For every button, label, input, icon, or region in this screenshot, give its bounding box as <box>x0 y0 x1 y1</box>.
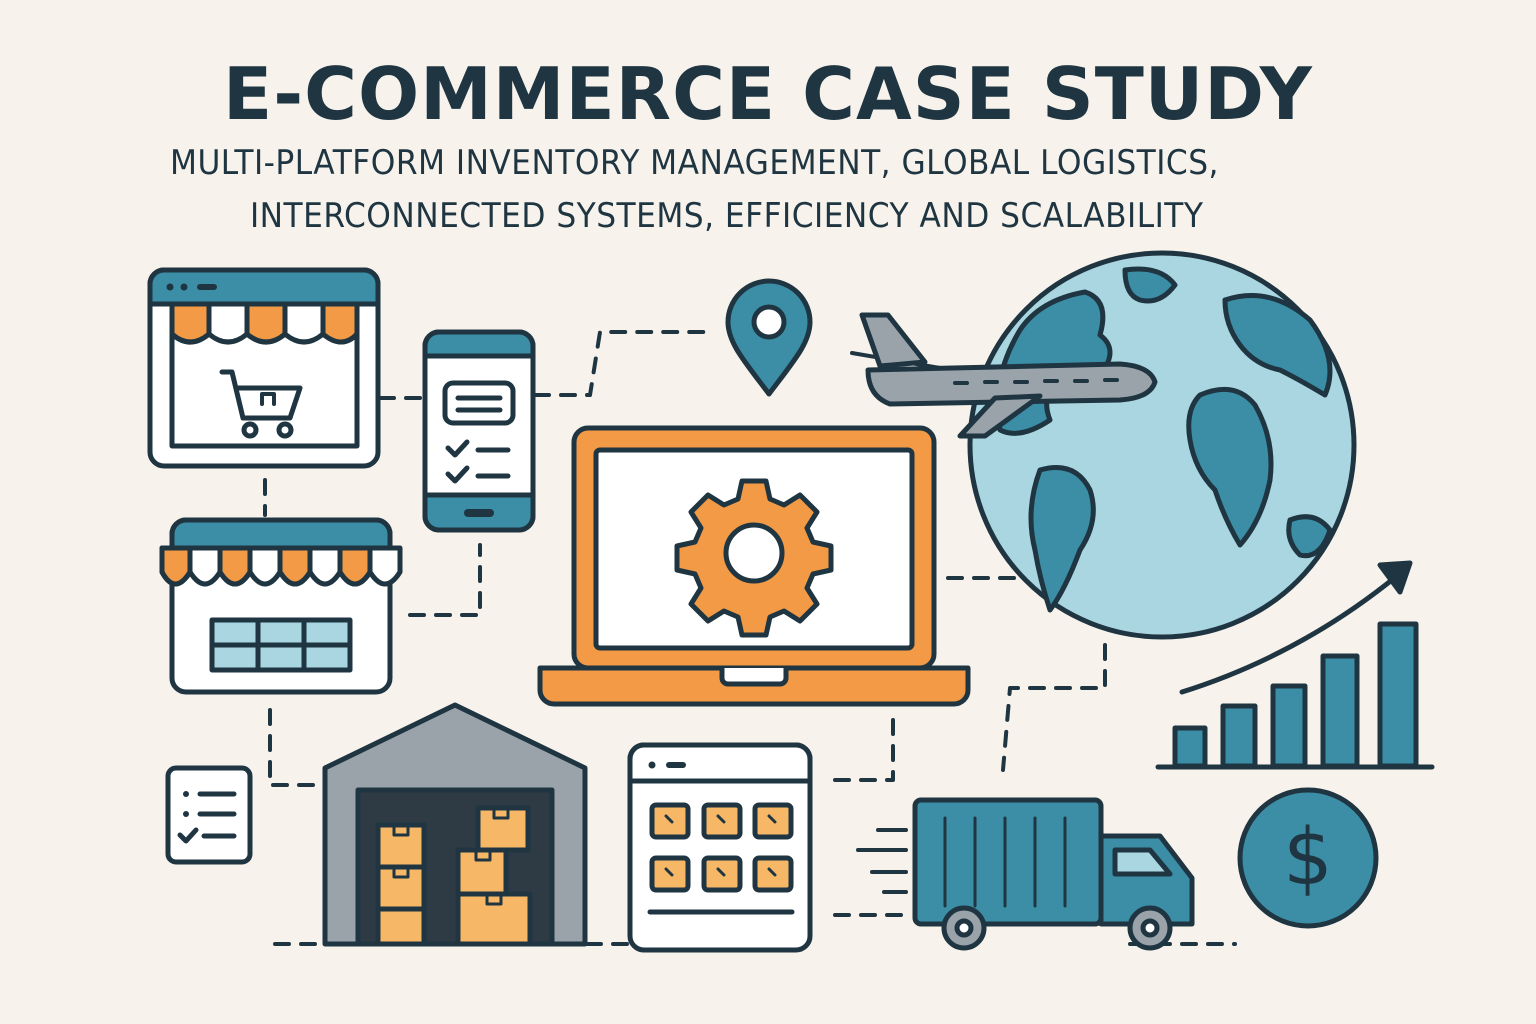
warehouse-icon <box>322 702 588 947</box>
growth-chart-icon <box>1155 560 1435 770</box>
globe-icon <box>967 250 1357 640</box>
location-pin-icon <box>725 278 813 397</box>
subtitle-line-2: INTERCONNECTED SYSTEMS, EFFICIENCY AND S… <box>250 196 1204 236</box>
dollar-coin-icon <box>1237 787 1379 929</box>
laptop-gear-icon <box>537 425 971 707</box>
subtitle-line-1: MULTI-PLATFORM INVENTORY MANAGEMENT, GLO… <box>170 143 1219 183</box>
checklist-icon <box>165 765 253 865</box>
delivery-truck-icon <box>856 797 1195 951</box>
calendar-schedule-icon <box>627 742 813 953</box>
dollar-symbol: $ <box>1283 813 1333 903</box>
page-title: E-COMMERCE CASE STUDY <box>223 52 1313 136</box>
mobile-checklist-icon <box>422 329 536 533</box>
airplane-icon <box>850 312 1158 439</box>
online-storefront-icon <box>147 267 381 469</box>
physical-store-icon <box>159 517 403 695</box>
